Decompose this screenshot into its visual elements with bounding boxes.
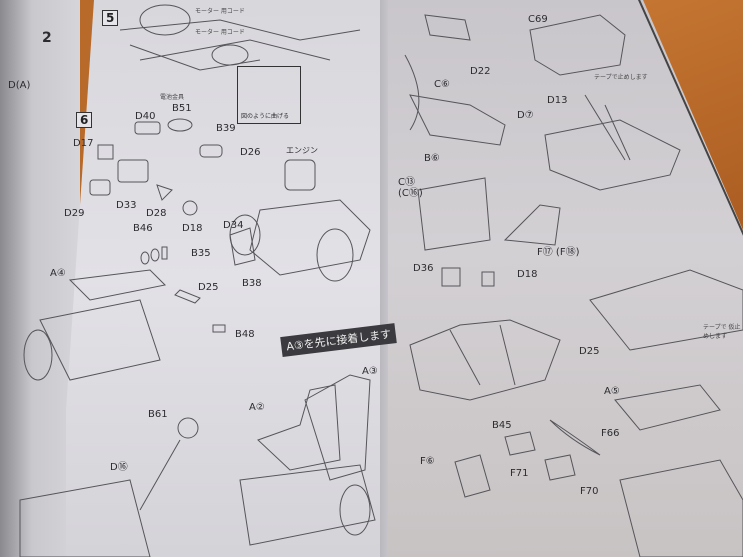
- part-label: C⑬: [398, 177, 415, 188]
- part-label: D36: [413, 263, 434, 274]
- part-label: B46: [133, 223, 153, 234]
- part-label: D(A): [8, 80, 31, 91]
- left-manual-page: [66, 0, 388, 557]
- part-label: B38: [242, 278, 262, 289]
- part-label: D29: [64, 208, 85, 219]
- pedal-assembly-drawing: [23, 246, 226, 381]
- part-label: D33: [116, 200, 137, 211]
- bend-note-text: 図のように曲げる: [241, 113, 290, 120]
- tape-note: テープで 仮止めします: [703, 324, 741, 340]
- part-label: B48: [235, 329, 255, 340]
- part-label: F⑥: [420, 456, 435, 467]
- caption: 電池金具: [160, 94, 185, 101]
- interior-rear-drawing: [589, 269, 743, 351]
- part-label: D28: [146, 208, 167, 219]
- part-label: D26: [240, 147, 261, 158]
- seats-drawing: [239, 374, 376, 546]
- motor-cord-label: モーター 用コード: [195, 8, 245, 15]
- part-label: D25: [198, 282, 219, 293]
- body-front-drawing: [529, 14, 626, 76]
- part-label: D40: [135, 111, 156, 122]
- part-label: B45: [492, 420, 512, 431]
- part-label: D⑦: [517, 110, 534, 121]
- chassis-step5-drawing: [119, 4, 361, 71]
- tape-note: テープで止めします: [594, 74, 648, 81]
- part-label: A④: [50, 268, 66, 279]
- motor-cord-label: モーター 用コード: [195, 29, 245, 36]
- part-label: B61: [148, 409, 168, 420]
- part-label: B51: [172, 103, 192, 114]
- steering-drawing: [19, 417, 199, 557]
- body-shell-drawing: [409, 319, 561, 401]
- part-label: D⑯: [110, 462, 128, 473]
- part-label: D25: [579, 346, 600, 357]
- step-number-5: 5: [102, 10, 119, 26]
- part-label: B39: [216, 123, 236, 134]
- part-label: D34: [223, 220, 244, 231]
- part-label: F66: [601, 428, 620, 439]
- part-label: D22: [470, 66, 491, 77]
- bend-note-box: 図のように曲げる: [237, 66, 301, 124]
- part-label: B⑥: [424, 153, 440, 164]
- part-label: A⑤: [604, 386, 620, 397]
- part-label: A③: [362, 366, 378, 377]
- engine-label: エンジン: [286, 146, 318, 155]
- part-label: B35: [191, 248, 211, 259]
- page-number: 2: [42, 30, 52, 46]
- part-label: D13: [547, 95, 568, 106]
- part-label: C69: [528, 14, 548, 25]
- part-label: D18: [517, 269, 538, 280]
- part-label: F⑰ (F⑱): [537, 247, 580, 258]
- part-label: C⑥: [434, 79, 450, 90]
- gearbox-step6-drawing: [89, 118, 223, 216]
- windshield-drawing: [404, 14, 506, 146]
- engine-chassis-drawing: [229, 159, 371, 282]
- part-label: D18: [182, 223, 203, 234]
- part-label: F71: [510, 468, 529, 479]
- part-label: D17: [73, 138, 94, 149]
- dash-drawing: [544, 94, 681, 191]
- part-label: F70: [580, 486, 599, 497]
- part-label: (C⑯): [398, 188, 423, 199]
- rear-frame-drawing: [614, 384, 743, 557]
- windows-drawing: [454, 419, 601, 498]
- part-label: A②: [249, 402, 265, 413]
- step-number-6: 6: [76, 112, 93, 128]
- door-drawing: [417, 177, 561, 287]
